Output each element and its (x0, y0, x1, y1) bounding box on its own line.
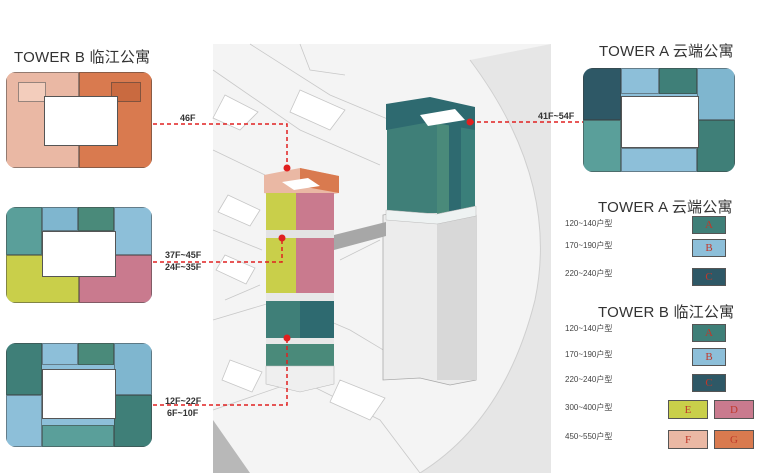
floor-label-41-54f: 41F~54F (538, 111, 575, 121)
tower-a (382, 97, 477, 386)
legend-b-label-4: 300~400户型 (565, 403, 613, 412)
legend-a-swatch-a: A (692, 216, 726, 234)
leader-lines (153, 121, 583, 406)
legend-b-swatch-d: D (714, 400, 754, 419)
legend-b-swatch-a: A (692, 324, 726, 342)
floor-plan-tower-a (583, 68, 735, 172)
floor-label-24-35f: 24F~35F (165, 262, 202, 272)
floor-plan-tower-b-low (6, 343, 152, 447)
legend-a-label-1: 120~140户型 (565, 219, 613, 228)
legend-a-swatch-b: B (692, 239, 726, 257)
floor-label-12-22f: 12F~22F (165, 396, 202, 406)
legend-b-label-1: 120~140户型 (565, 324, 613, 333)
legend-b-label-2: 170~190户型 (565, 350, 613, 359)
legend-a-swatch-c: C (692, 268, 726, 286)
floor-plan-tower-b-mid (6, 207, 152, 303)
legend-b-swatch-g: G (714, 430, 754, 449)
legend-b-swatch-e: E (668, 400, 708, 419)
leader-dots (278, 118, 474, 342)
legend-b-label-3: 220~240户型 (565, 375, 613, 384)
sky-bridge (334, 222, 386, 250)
river-curve (420, 44, 551, 473)
floor-label-46f: 46F (180, 113, 196, 123)
tower-b (264, 168, 339, 393)
road-curve (419, 59, 541, 473)
legend-a-title: TOWER A 云端公寓 (598, 199, 733, 216)
legend-b-swatch-c: C (692, 374, 726, 392)
legend-b-swatch-f: F (668, 430, 708, 449)
legend-b-label-5: 450~550户型 (565, 432, 613, 441)
legend-b-title: TOWER B 临江公寓 (598, 304, 735, 321)
legend-a-label-3: 220~240户型 (565, 269, 613, 278)
floor-label-6-10f: 6F~10F (167, 408, 199, 418)
floor-plan-tower-b-46f (6, 72, 152, 168)
dark-ground (213, 420, 250, 473)
legend-b-swatch-b: B (692, 348, 726, 366)
tower-a-title: TOWER A 云端公寓 (599, 43, 734, 60)
legend-a-label-2: 170~190户型 (565, 241, 613, 250)
floor-label-37-45f: 37F~45F (165, 250, 202, 260)
tower-b-title: TOWER B 临江公寓 (14, 49, 151, 66)
